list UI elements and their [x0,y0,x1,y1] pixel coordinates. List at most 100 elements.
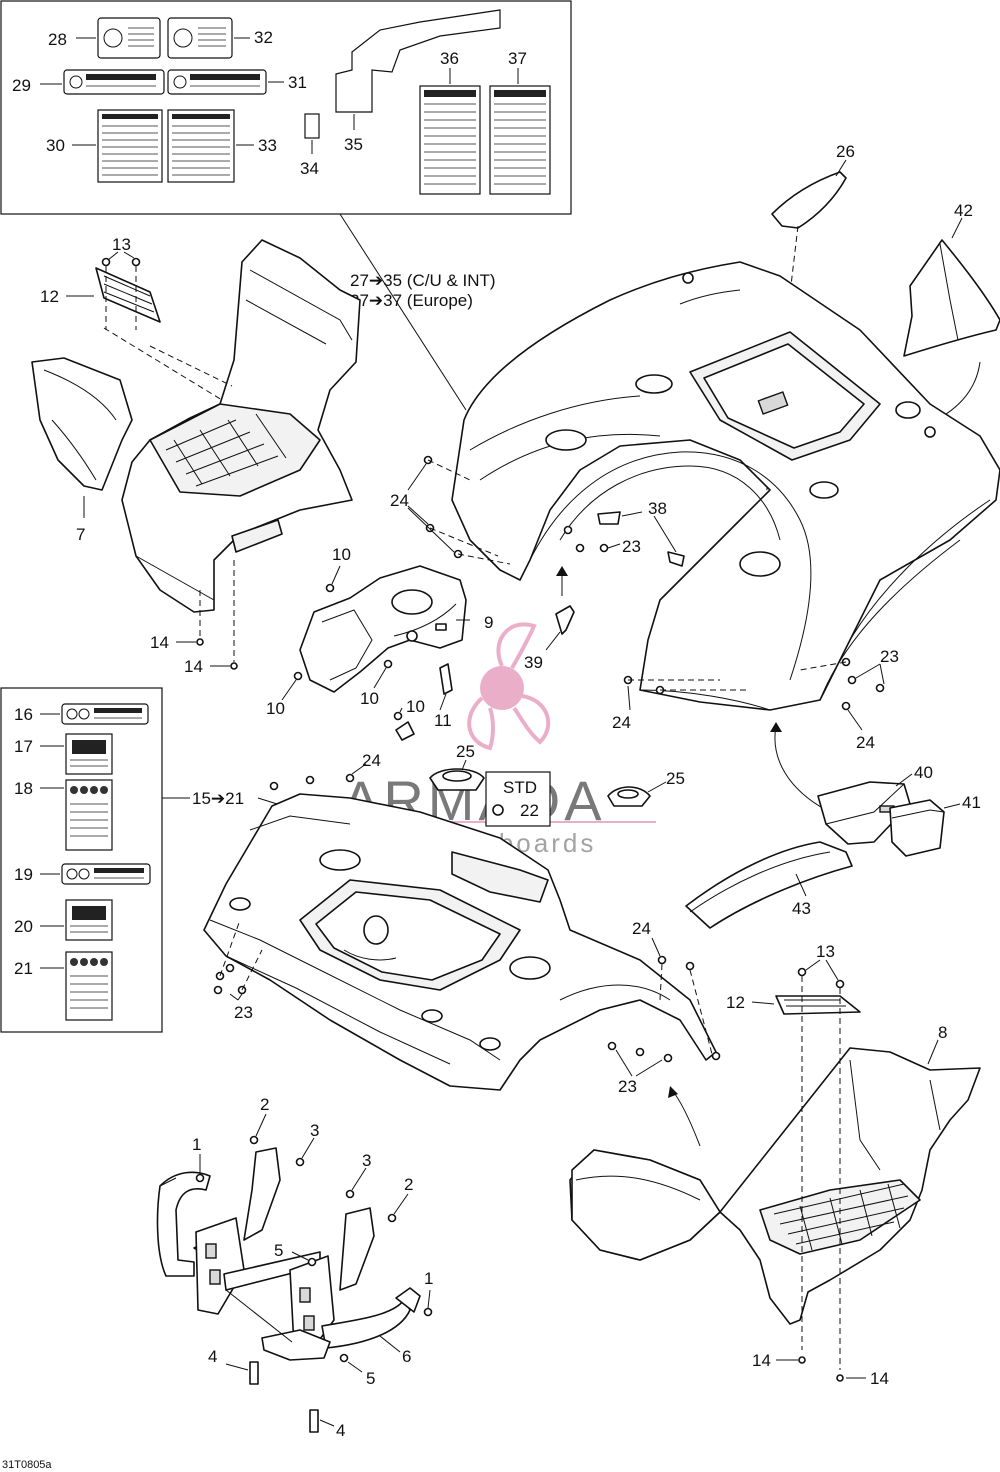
std-label: STD [503,778,537,797]
figure-code: 31T0805a [2,1459,52,1471]
fasteners-rear-fender [423,455,885,711]
decal-31 [167,69,267,95]
callout-14a: 14 [150,633,169,652]
callout-24a: 24 [390,491,409,510]
callout-33: 33 [258,136,277,155]
decal-kit-box-left [0,687,163,1033]
decal-17 [65,733,113,775]
decal-18 [65,779,113,851]
callout-18: 18 [14,779,33,798]
front-left-fender-7 [31,357,133,491]
callout-28: 28 [48,30,67,49]
callout-13a: 13 [112,235,131,254]
decal-33 [167,109,235,183]
decal-29 [63,69,165,95]
callout-10a: 10 [332,545,351,564]
callout-2b: 2 [404,1175,413,1194]
callout-14d: 14 [870,1369,889,1388]
part-42-cover [903,239,1000,357]
part-39-pin [555,605,575,635]
note-cu-int: 27➔35 (C/U & INT) [350,271,496,290]
callout-23c: 23 [234,1003,253,1022]
callout-5a: 5 [274,1241,283,1260]
callout-10c: 10 [266,699,285,718]
front-fender-assembly [203,793,717,1091]
callout-3a: 3 [310,1121,319,1140]
callout-24e: 24 [632,919,651,938]
callout-25b: 25 [666,769,685,788]
part-26-pad [771,171,847,229]
callout-23b: 23 [880,647,899,666]
part-12b-bracket [775,995,861,1015]
callout-10d: 10 [406,697,425,716]
callout-13b: 13 [816,942,835,961]
callout-36: 36 [440,49,459,68]
callout-14c: 14 [752,1351,771,1370]
callout-21: 21 [14,959,33,978]
callout-39: 39 [524,653,543,672]
callout-16: 16 [14,705,33,724]
callout-43: 43 [792,899,811,918]
callout-22: 22 [520,801,539,820]
front-bumper-assembly [156,1147,421,1361]
callout-7: 7 [76,525,85,544]
callout-5b: 5 [366,1369,375,1388]
part-38-pad [597,511,621,525]
decal-32 [167,17,233,59]
callout-35: 35 [344,135,363,154]
callout-38: 38 [648,499,667,518]
callout-37: 37 [508,49,527,68]
callout-34: 34 [300,159,319,178]
decal-21 [65,951,113,1021]
callout-6: 6 [402,1347,411,1366]
decal-37 [489,85,551,195]
callout-12a: 12 [40,287,59,306]
part-9-console [299,565,467,693]
decal-36 [419,85,481,195]
right-footrest-assembly [569,1047,981,1325]
callout-29: 29 [12,76,31,95]
part-43-seal [685,841,853,929]
callout-23d: 23 [618,1077,637,1096]
callout-42: 42 [954,201,973,220]
callout-9: 9 [484,613,493,632]
rear-fender-assembly [451,261,1000,711]
decal-35 [335,9,501,113]
decal-30 [97,109,163,183]
callout-31: 31 [288,73,307,92]
left-footrest-assembly [121,239,361,613]
callout-32: 32 [254,28,273,47]
callout-11: 11 [434,711,452,730]
note-europe: 27➔37 (Europe) [350,291,473,310]
callout-3b: 3 [362,1151,371,1170]
callout-20: 20 [14,917,33,936]
decal-20 [65,899,113,941]
callout-8: 8 [938,1023,947,1042]
callout-2a: 2 [260,1095,269,1114]
callout-23a: 23 [622,537,641,556]
callout-17: 17 [14,737,33,756]
callout-12b: 12 [726,993,745,1012]
callout-26: 26 [836,142,855,161]
decal-kit-box-top [0,0,572,215]
callout-41: 41 [962,793,981,812]
callout-30: 30 [46,136,65,155]
part-41-cup [889,799,945,857]
callout-25a: 25 [456,742,475,761]
callout-19: 19 [14,865,33,884]
callout-14b: 14 [184,657,203,676]
callout-4a: 4 [208,1347,217,1366]
std-box [485,771,551,827]
callout-1b: 1 [424,1269,433,1288]
callout-4b: 4 [336,1421,345,1440]
decal-19 [61,863,151,885]
decal-16 [61,703,149,725]
callout-24d: 24 [362,751,381,770]
decal-34 [304,113,320,139]
note-decal-range: 15➔21 [192,789,244,808]
callout-1a: 1 [192,1135,201,1154]
callout-24b: 24 [612,713,631,732]
part-11-clip [395,721,415,741]
callout-10b: 10 [360,689,379,708]
